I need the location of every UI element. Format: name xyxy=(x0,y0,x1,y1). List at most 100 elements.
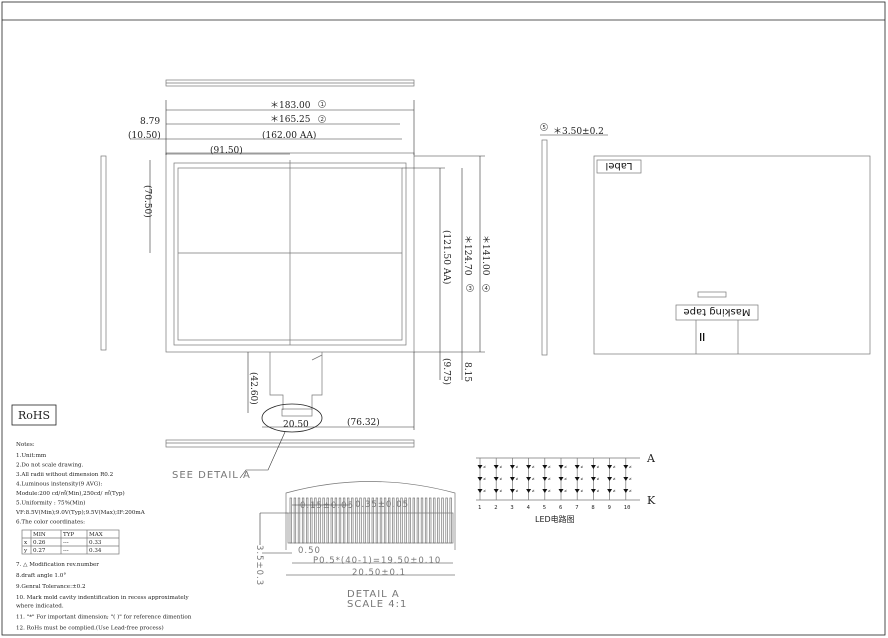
light-emission-icon: ≠ xyxy=(548,464,551,469)
light-emission-icon: ≠ xyxy=(629,476,632,481)
dim-overall-width: ＊183.00 xyxy=(270,101,311,111)
light-emission-icon: ≠ xyxy=(613,488,616,493)
fpc-pin xyxy=(429,497,432,544)
light-emission-icon: ≠ xyxy=(581,488,584,493)
label-text: Label xyxy=(606,160,633,171)
light-emission-icon: ≠ xyxy=(500,488,503,493)
light-emission-icon: ≠ xyxy=(581,464,584,469)
fpc-pins xyxy=(281,408,313,417)
table-cell: 0.33 xyxy=(89,540,102,546)
led-diode-icon xyxy=(558,465,564,469)
fpc-pin xyxy=(445,497,448,544)
note-item: 7. △ Modification rev.number xyxy=(16,562,99,568)
detail-total: 20.50±0.1 xyxy=(352,568,406,578)
light-emission-icon: ≠ xyxy=(516,488,519,493)
fpc-tail xyxy=(269,352,323,410)
fpc-pin xyxy=(437,497,440,544)
note-item: 12. RoHs must be complied.(Use Lead-free… xyxy=(16,625,164,632)
table-cell: --- xyxy=(63,540,69,546)
led-diode-icon xyxy=(574,477,580,481)
table-cell: MIN xyxy=(33,532,46,538)
dim-aa-width: (162.00 AA) xyxy=(262,130,316,141)
fpc-pin xyxy=(441,497,444,544)
led-diode-icon xyxy=(590,465,596,469)
fpc-pin xyxy=(289,497,292,544)
led-diode-icon xyxy=(493,465,499,469)
led-diode-icon xyxy=(607,477,613,481)
back-view: Label Masking tape xyxy=(593,155,871,355)
led-column-number: 3 xyxy=(510,505,513,511)
led-diode-icon xyxy=(558,477,564,481)
led-diode-icon xyxy=(477,489,483,493)
led-column-number: 5 xyxy=(543,505,546,511)
note-item: 10. Mark mold cavity indentification in … xyxy=(16,595,189,601)
cathode-label: K xyxy=(647,494,656,507)
dim-outline-width: ＊165.25 xyxy=(270,115,311,125)
led-diode-icon xyxy=(623,465,629,469)
light-emission-icon: ≠ xyxy=(629,488,632,493)
led-diode-icon xyxy=(623,489,629,493)
detail-pitch: P0.5*(40-1)=19.50±0.10 xyxy=(313,556,441,566)
led-diode-icon xyxy=(509,477,515,481)
led-diode-icon xyxy=(574,489,580,493)
light-emission-icon: ≠ xyxy=(565,464,568,469)
led-diode-icon xyxy=(477,465,483,469)
detail-a: 0.15±0.05 0.35±0.05 0.50 P0.5*(40-1)=19.… xyxy=(254,481,456,610)
light-emission-icon: ≠ xyxy=(516,476,519,481)
masking-tape-text: Masking tape xyxy=(684,306,751,317)
note-item: where indicated. xyxy=(16,604,64,610)
note-item: 9.Genral Tolerance:±0.2 xyxy=(16,584,86,590)
light-emission-icon: ≠ xyxy=(581,476,584,481)
rohs-text: RoHS xyxy=(18,409,50,422)
fpc-pin xyxy=(433,497,436,544)
fpc-pin xyxy=(449,497,452,544)
led-caption: LED电路图 xyxy=(535,514,575,524)
light-emission-icon: ≠ xyxy=(565,476,568,481)
light-emission-icon: ≠ xyxy=(548,476,551,481)
led-diode-icon xyxy=(607,489,613,493)
fpc-pin xyxy=(424,497,428,544)
dim-aa-offset: (10.50) xyxy=(128,130,161,141)
note-item: 8.draft angle 1.0° xyxy=(16,573,66,579)
table-cell: MAX xyxy=(89,532,103,538)
fpc-pin xyxy=(412,497,415,544)
light-emission-icon: ≠ xyxy=(548,488,551,493)
bottom-edge-view xyxy=(165,439,415,448)
front-dimension-labels: ＊183.00 ＊165.25 8.79 (10.50) (162.00 AA)… xyxy=(128,100,490,481)
note-item: 5.Uniformity : 75%(Min) xyxy=(16,500,85,507)
dim-outline-height: ＊124.70 xyxy=(462,235,472,276)
note-item: 11. "*" For important dimension; "( )" f… xyxy=(16,614,192,621)
led-diode-icon xyxy=(623,477,629,481)
module-outline xyxy=(165,152,415,353)
dim-bottom-outline: 8.15 xyxy=(462,362,472,382)
dim-fpc-offset: (76.32) xyxy=(347,417,380,428)
led-column-number: 4 xyxy=(527,505,531,511)
table-cell: --- xyxy=(63,548,69,554)
detail-pin-width: 0.15±0.05 xyxy=(300,501,354,511)
balloon-2: 2 xyxy=(321,117,324,123)
table-cell: 0.27 xyxy=(33,548,46,554)
note-item: 4.Luminous instensity(9 AVG): xyxy=(16,481,102,488)
led-column-number: 10 xyxy=(624,505,631,511)
fpc-pin xyxy=(416,497,420,544)
dim-center-y: (70.50) xyxy=(142,185,153,218)
led-diode-icon xyxy=(574,465,580,469)
masking-tape-box xyxy=(675,304,759,321)
light-emission-icon: ≠ xyxy=(629,464,632,469)
light-emission-icon: ≠ xyxy=(597,476,600,481)
front-dimensions xyxy=(130,100,485,479)
led-diode-icon xyxy=(542,477,548,481)
table-cell: x xyxy=(24,540,28,546)
light-emission-icon: ≠ xyxy=(532,464,535,469)
label-box xyxy=(596,159,642,174)
anode-label: A xyxy=(646,452,656,465)
balloon-3: 3 xyxy=(469,286,472,292)
table-cell: y xyxy=(23,548,28,554)
fpc-pin xyxy=(420,497,424,544)
light-emission-icon: ≠ xyxy=(597,488,600,493)
detail-title: DETAIL A xyxy=(347,589,400,600)
table-cell: 0.26 xyxy=(33,540,46,546)
led-diode-icon xyxy=(477,477,483,481)
